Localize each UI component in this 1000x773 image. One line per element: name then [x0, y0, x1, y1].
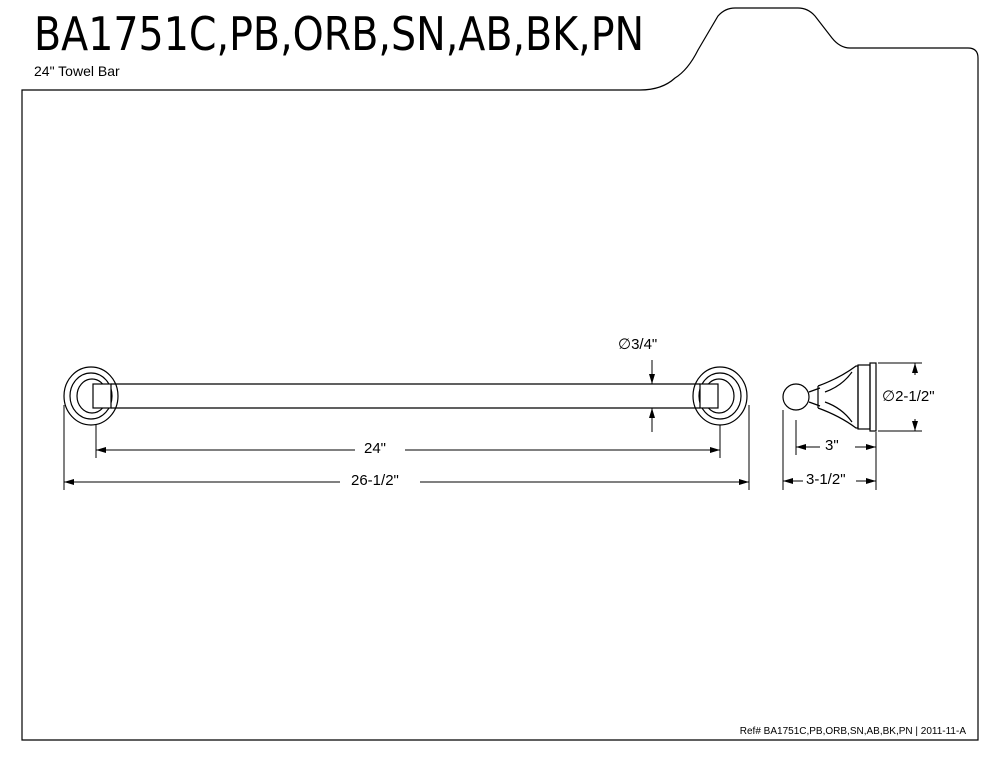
post-diameter-label: ∅2-1/2"	[880, 388, 937, 406]
bar-diameter-label: ∅3/4"	[616, 336, 660, 354]
overall-length-label: 26-1/2"	[349, 472, 401, 490]
bar-length-label: 24"	[362, 440, 389, 458]
bar-length-dimension	[95, 425, 721, 458]
overall-projection-dimension	[782, 410, 876, 490]
model-codes-title: BA1751C,PB,ORB,SN,AB,BK,PN	[34, 7, 645, 61]
right-post	[692, 366, 748, 426]
projection-dimension	[795, 420, 877, 490]
left-post	[63, 366, 119, 426]
reference-footer: Ref# BA1751C,PB,ORB,SN,AB,BK,PN | 2011-1…	[739, 726, 966, 737]
towel-bar	[111, 383, 700, 409]
product-name: 24" Towel Bar	[34, 63, 120, 79]
projection-label: 3"	[823, 437, 841, 455]
side-view-post	[782, 362, 877, 432]
overall-length-dimension	[63, 405, 750, 490]
post-diameter-dimension	[878, 362, 922, 432]
sheet-border	[21, 7, 979, 741]
overall-projection-label: 3-1/2"	[804, 471, 848, 489]
